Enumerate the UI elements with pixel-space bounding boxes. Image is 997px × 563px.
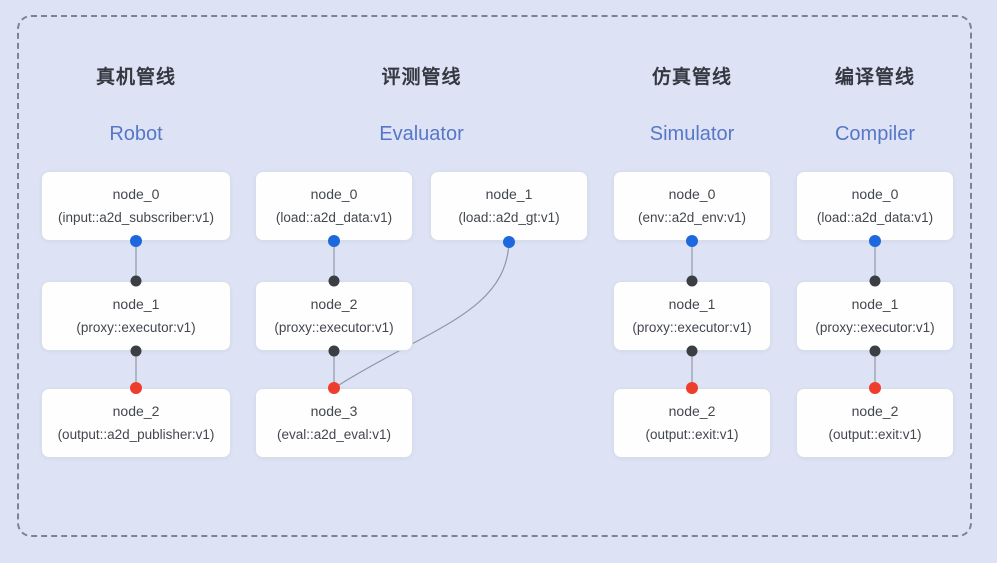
node-detail: (env::a2d_env:v1) [637,210,747,225]
input-port-dot [869,345,881,357]
input-port-dot [869,275,881,287]
node-card-compiler-node2: node_2 (output::exit:v1) [796,388,954,458]
column-title-zh-compiler: 编译管线 [834,67,915,88]
input-port-dot [686,345,698,357]
node-card-robot-node0: node_0 (input::a2d_subscriber:v1) [41,171,231,241]
column-title-en-compiler: Compiler [834,123,916,145]
node-detail: (output::exit:v1) [828,427,922,442]
column-title-zh-robot: 真机管线 [95,67,176,88]
input-port-dot [328,345,340,357]
final-port-dot [328,382,340,394]
node-name: node_0 [668,186,716,202]
node-name: node_2 [668,403,716,419]
node-name: node_2 [112,403,160,419]
node-detail: (load::a2d_data:v1) [275,210,393,225]
output-port-dot [686,235,698,247]
final-port-dot [686,382,698,394]
node-name: node_2 [310,296,358,312]
node-detail: (proxy::executor:v1) [632,320,752,335]
output-port-dot [869,235,881,247]
node-detail: (proxy::executor:v1) [815,320,935,335]
node-name: node_0 [851,186,899,202]
output-port-dot [130,235,142,247]
node-card-simulator-node2: node_2 (output::exit:v1) [613,388,771,458]
column-title-en-evaluator: Evaluator [379,123,464,145]
node-card-evaluator-node1: node_1 (load::a2d_gt:v1) [430,171,588,241]
input-port-dot [130,275,142,287]
node-name: node_3 [310,403,358,419]
output-port-dot [328,235,340,247]
node-detail: (output::exit:v1) [645,427,739,442]
column-title-en-robot: Robot [109,123,163,145]
node-detail: (proxy::executor:v1) [274,320,394,335]
node-card-simulator-node1: node_1 (proxy::executor:v1) [613,281,771,351]
node-detail: (load::a2d_data:v1) [816,210,934,225]
input-port-dot [686,275,698,287]
node-name: node_2 [851,403,899,419]
node-card-evaluator-node3: node_3 (eval::a2d_eval:v1) [255,388,413,458]
final-port-dot [869,382,881,394]
node-card-simulator-node0: node_0 (env::a2d_env:v1) [613,171,771,241]
input-port-dot [130,345,142,357]
node-detail: (proxy::executor:v1) [76,320,196,335]
node-name: node_1 [112,296,160,312]
node-name: node_0 [112,186,160,202]
final-port-dot [130,382,142,394]
node-card-robot-node2: node_2 (output::a2d_publisher:v1) [41,388,231,458]
dashed-frame [17,15,972,537]
node-name: node_1 [485,186,533,202]
node-card-robot-node1: node_1 (proxy::executor:v1) [41,281,231,351]
output-port-dot [503,236,515,248]
column-title-zh-evaluator: 评测管线 [381,67,462,88]
node-card-compiler-node0: node_0 (load::a2d_data:v1) [796,171,954,241]
input-port-dot [328,275,340,287]
node-card-evaluator-node0: node_0 (load::a2d_data:v1) [255,171,413,241]
node-card-compiler-node1: node_1 (proxy::executor:v1) [796,281,954,351]
column-title-en-simulator: Simulator [649,123,735,145]
node-detail: (output::a2d_publisher:v1) [57,427,215,442]
node-detail: (eval::a2d_eval:v1) [276,427,392,442]
node-detail: (input::a2d_subscriber:v1) [57,210,215,225]
column-title-zh-simulator: 仿真管线 [651,67,732,88]
node-name: node_1 [851,296,899,312]
edge-evaluator-n1-n3 [338,241,510,386]
node-detail: (load::a2d_gt:v1) [458,210,560,225]
node-card-evaluator-node2: node_2 (proxy::executor:v1) [255,281,413,351]
node-name: node_1 [668,296,716,312]
node-name: node_0 [310,186,358,202]
